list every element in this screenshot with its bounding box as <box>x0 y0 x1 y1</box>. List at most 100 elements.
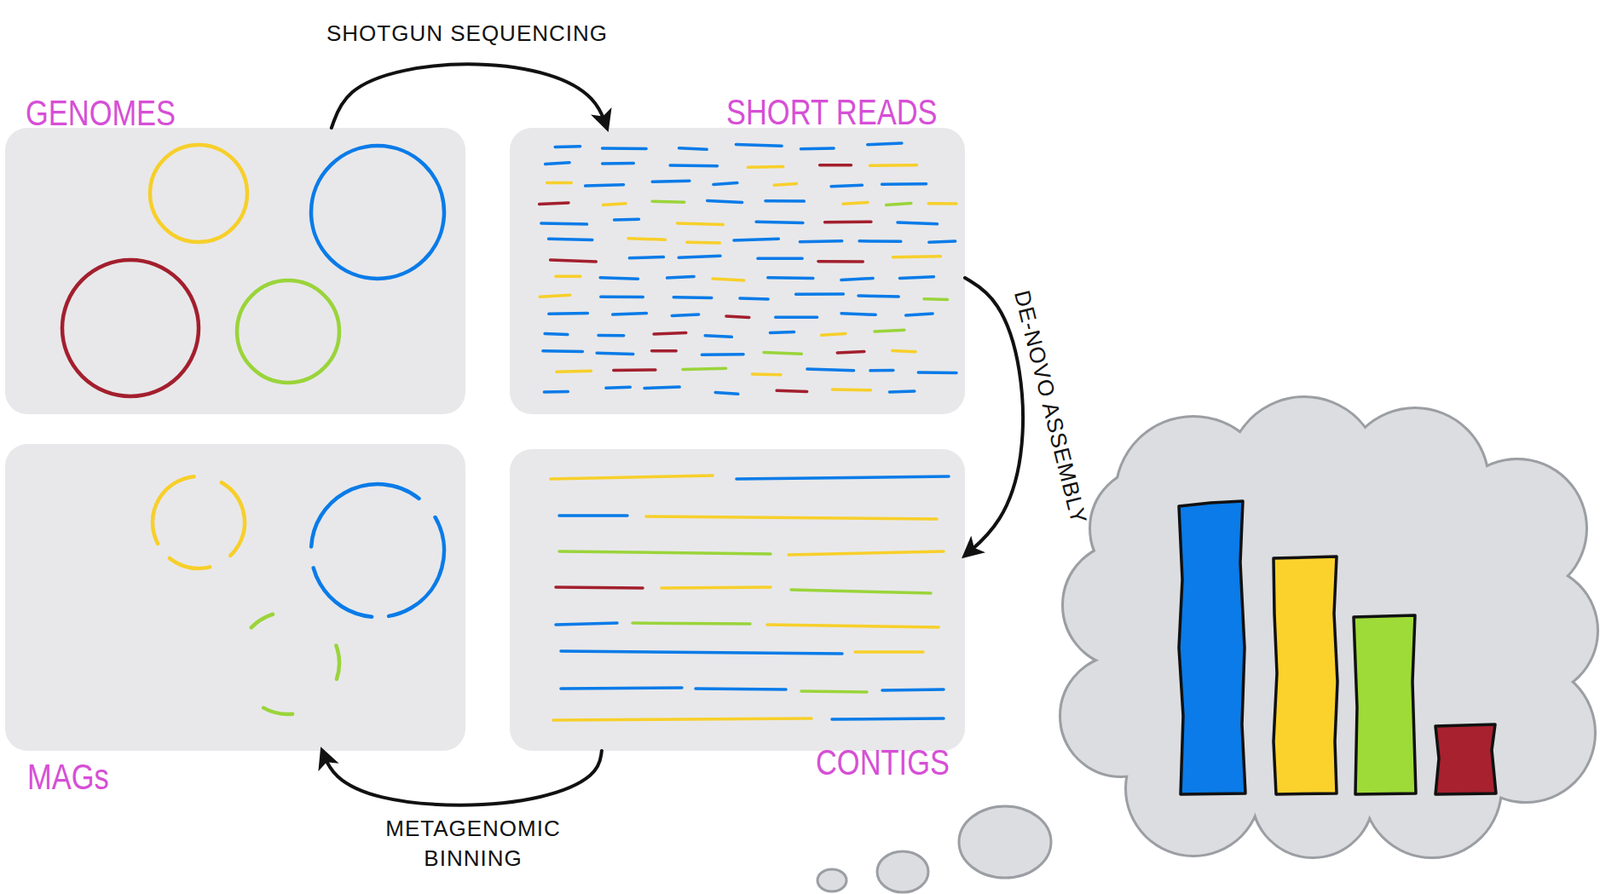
short-reads <box>539 143 957 394</box>
read <box>628 238 665 241</box>
read <box>585 184 624 186</box>
panel-heading: GENOMES <box>25 93 176 133</box>
contig <box>801 691 867 693</box>
cloud-lobe <box>1061 656 1181 776</box>
read <box>858 295 899 297</box>
read <box>652 180 690 182</box>
read <box>600 277 638 279</box>
read <box>900 277 935 279</box>
read <box>928 202 957 206</box>
read <box>859 239 902 243</box>
read <box>653 333 687 335</box>
step-label: DE-NOVO ASSEMBLY <box>1000 263 1100 552</box>
cloud-lobe <box>1342 409 1488 555</box>
read <box>821 333 846 336</box>
read <box>712 278 745 281</box>
read <box>671 314 699 316</box>
read <box>733 238 779 241</box>
contig <box>550 475 713 480</box>
contig <box>882 689 944 691</box>
read <box>825 219 872 224</box>
read <box>739 298 769 300</box>
read <box>765 199 804 203</box>
read <box>677 223 724 226</box>
read <box>763 352 802 354</box>
read <box>807 369 855 371</box>
read <box>867 143 902 145</box>
bar <box>1353 615 1416 795</box>
cloud-lobe <box>1091 468 1211 589</box>
cloud-lobe <box>1468 566 1597 695</box>
contig <box>695 688 786 690</box>
genome-circle <box>62 259 199 397</box>
cloud-lobe <box>1126 722 1260 855</box>
read <box>713 183 738 185</box>
read <box>775 315 818 319</box>
read <box>924 297 948 301</box>
read <box>906 313 933 316</box>
cloud-lobe <box>1116 417 1271 572</box>
contig <box>788 551 944 555</box>
read <box>715 392 739 394</box>
read <box>768 276 814 280</box>
contig <box>559 551 771 555</box>
read <box>555 274 581 278</box>
step-label: SHOTGUN SEQUENCING <box>288 18 647 49</box>
process-arrow <box>964 277 1023 556</box>
cloud-lobe <box>1449 460 1586 597</box>
read <box>769 330 794 335</box>
read <box>612 312 647 315</box>
mag-circle <box>222 597 354 729</box>
cloud-lobe <box>1468 566 1597 695</box>
cloud-body <box>1116 451 1543 819</box>
read <box>547 181 572 185</box>
cloud-lobe <box>1126 722 1260 855</box>
contig <box>632 623 751 624</box>
cloud-lobe <box>1363 720 1501 857</box>
read <box>892 350 916 352</box>
read <box>544 332 568 336</box>
read <box>548 311 589 316</box>
step-label: METAGENOMIC BINNING <box>345 814 601 874</box>
bar <box>1435 724 1497 795</box>
read <box>701 352 744 357</box>
read <box>751 372 780 376</box>
read <box>614 217 640 221</box>
bar <box>1273 556 1338 795</box>
genome-circles <box>62 144 445 397</box>
read <box>679 148 708 150</box>
process-arrow <box>331 63 607 128</box>
read <box>774 184 797 186</box>
cloud-lobe <box>1342 409 1488 555</box>
cloud-lobe <box>1449 460 1586 597</box>
read <box>613 368 656 372</box>
read <box>892 254 941 259</box>
read <box>882 182 927 186</box>
read <box>670 163 717 168</box>
bubble-dot <box>958 806 1052 878</box>
read <box>831 184 862 186</box>
read <box>837 352 865 353</box>
read <box>542 349 583 353</box>
thought-bubble <box>817 398 1597 893</box>
read <box>831 387 871 392</box>
read <box>818 259 863 264</box>
contig-lines <box>550 475 949 721</box>
process-arrow <box>322 750 602 806</box>
contig <box>553 718 812 721</box>
read <box>707 200 743 203</box>
contig <box>559 514 628 518</box>
read <box>897 222 938 225</box>
read <box>548 238 593 240</box>
read <box>929 241 956 243</box>
contig <box>646 516 937 520</box>
genome-circle <box>236 280 340 383</box>
contig <box>560 651 843 654</box>
read <box>600 294 644 299</box>
contig <box>555 623 618 625</box>
read <box>541 223 588 225</box>
contig <box>560 687 682 689</box>
read <box>652 349 677 353</box>
cloud-lobe <box>1457 664 1595 802</box>
